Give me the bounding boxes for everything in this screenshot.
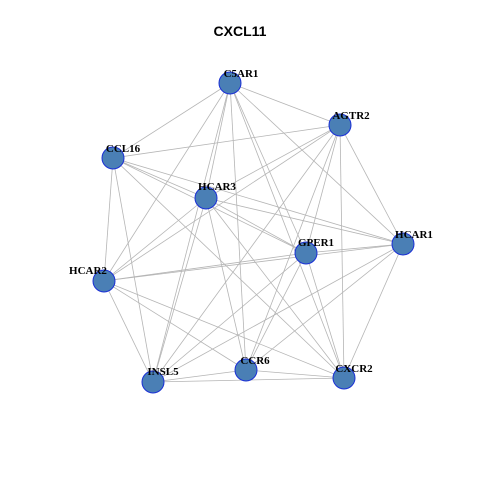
edge-hcar2-cxcr2 [103,280,345,379]
node-label: GPER1 [298,237,334,249]
node-gper1[interactable]: GPER1 [294,237,334,265]
node-ccl16[interactable]: CCL16 [101,143,141,170]
edge-agtr2-ccr6 [245,124,341,371]
node-circle[interactable] [218,71,242,95]
node-hcar1[interactable]: HCAR1 [391,229,433,256]
edge-hcar1-insl5 [152,243,404,383]
node-label: CCL16 [106,143,141,155]
edge-agtr2-hcar1 [339,124,404,245]
diagram-title: CXCL11 [214,23,267,39]
edge-ccl16-hcar3 [112,157,207,199]
edge-ccl16-hcar1 [112,157,404,245]
edge-hcar3-hcar1 [205,197,404,245]
edge-hcar2-ccr6 [103,280,247,371]
node-hcar2[interactable]: HCAR2 [69,265,116,293]
node-label: HCAR2 [69,265,107,277]
node-label: AGTR2 [332,110,370,122]
edge-c5ar1-hcar2 [103,82,231,282]
edge-c5ar1-agtr2 [229,82,341,126]
edge-gper1-insl5 [152,252,307,383]
edge-insl5-ccr6 [152,369,247,383]
edge-hcar3-ccr6 [205,197,247,371]
node-hcar3[interactable]: HCAR3 [194,181,236,210]
edge-c5ar1-gper1 [229,82,307,254]
edge-agtr2-ccl16 [112,124,341,159]
node-c5ar1[interactable]: C5AR1 [218,68,259,95]
node-label: C5AR1 [224,68,259,80]
edge-hcar2-insl5 [103,280,154,383]
edge-agtr2-insl5 [152,124,341,383]
node-cxcr2[interactable]: CXCR2 [332,363,373,390]
node-circle[interactable] [294,241,318,265]
node-circle[interactable] [328,113,352,137]
node-circle[interactable] [391,232,415,256]
edge-hcar3-gper1 [205,197,307,254]
edge-gper1-hcar1 [305,243,404,254]
node-circle[interactable] [101,146,125,170]
edge-gper1-hcar2 [103,252,307,282]
node-circle[interactable] [194,186,218,210]
edge-agtr2-hcar2 [103,124,341,282]
node-circle[interactable] [234,358,258,382]
edge-ccl16-insl5 [112,157,154,383]
edge-gper1-ccr6 [245,252,307,371]
edge-hcar3-hcar2 [103,197,207,282]
edge-ccr6-cxcr2 [245,369,345,379]
node-insl5[interactable]: INSL5 [141,366,179,394]
node-agtr2[interactable]: AGTR2 [328,110,370,137]
edge-c5ar1-ccr6 [229,82,247,371]
node-label: CCR6 [240,355,270,367]
edge-c5ar1-hcar1 [229,82,404,245]
edge-hcar1-cxcr2 [343,243,404,379]
edge-layer [103,82,404,383]
edge-agtr2-gper1 [305,124,341,254]
node-label: INSL5 [147,366,179,378]
edge-c5ar1-cxcr2 [229,82,345,379]
node-label: CXCR2 [335,363,373,375]
node-circle[interactable] [141,370,165,394]
edge-agtr2-hcar3 [205,124,341,199]
edge-c5ar1-ccl16 [112,82,231,159]
edge-c5ar1-hcar3 [205,82,231,199]
edge-hcar3-insl5 [152,197,207,383]
node-label: HCAR3 [198,181,236,193]
edge-hcar3-cxcr2 [205,197,345,379]
edge-gper1-cxcr2 [305,252,345,379]
edge-hcar1-hcar2 [103,243,404,282]
node-ccr6[interactable]: CCR6 [234,355,270,382]
node-label: HCAR1 [395,229,433,241]
node-circle[interactable] [332,366,356,390]
edge-ccl16-hcar2 [103,157,114,282]
edge-ccl16-cxcr2 [112,157,345,379]
node-circle[interactable] [92,269,116,293]
